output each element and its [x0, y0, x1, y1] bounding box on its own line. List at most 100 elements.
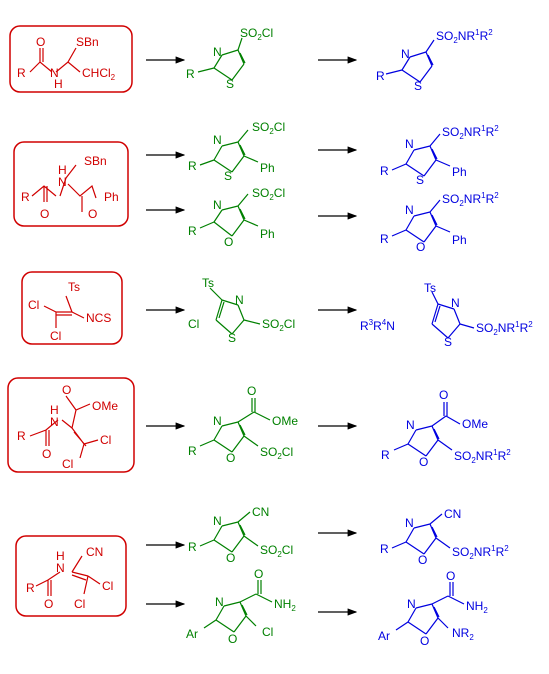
sbn-label: SBn: [76, 35, 99, 49]
product-5b: O N NH2 Ar O NR2: [378, 569, 488, 648]
sulfonamide-label: SO2NR1R2: [476, 320, 533, 337]
oxygen-label: O: [446, 569, 455, 583]
chlorine-label: Cl: [188, 317, 199, 331]
amide-label: NH2: [274, 597, 296, 613]
oxygen-label: O: [42, 447, 51, 461]
oxygen-label: O: [40, 207, 49, 221]
intermediate-4: O OMe N R O SO2Cl: [188, 384, 298, 465]
nitrogen-label: N: [50, 415, 59, 429]
methoxy-label: OMe: [92, 399, 118, 413]
oxygen-label: O: [439, 388, 448, 402]
nitrogen-label: N: [451, 296, 460, 310]
row-3: Ts Cl NCS Cl Ts N Cl S SO2Cl Ts N R3R4N …: [21, 271, 533, 349]
starting-material-box-1: [9, 25, 133, 93]
phenyl-label: Ph: [104, 190, 119, 204]
tosyl-label: Ts: [202, 276, 214, 290]
chlorine-label: Cl: [74, 597, 85, 611]
r-group-label: R: [26, 581, 35, 595]
nitrogen-label: N: [405, 203, 414, 217]
hydrogen-label: H: [54, 77, 63, 91]
starting-material-box-3: [21, 271, 123, 345]
chlorine-label: Cl: [262, 625, 273, 639]
cyano-label: CN: [252, 505, 269, 519]
oxygen-label: O: [419, 455, 428, 469]
hydrogen-label: H: [50, 403, 59, 417]
chlorine-label: Cl: [50, 329, 61, 343]
intermediate-5a: CN N R O SO2Cl: [188, 505, 293, 565]
sulfur-label: S: [226, 77, 234, 91]
starting-material-5: H N CN R O Cl Cl: [26, 545, 113, 611]
r-group-label: R: [380, 232, 389, 246]
r-group-label: R: [381, 448, 390, 462]
nitrogen-label: N: [407, 597, 416, 611]
r-group-label: R: [380, 164, 389, 178]
phenyl-label: Ph: [260, 161, 275, 175]
sulfonyl-chloride-label: SO2Cl: [262, 317, 295, 333]
nitrogen-label: N: [213, 133, 222, 147]
nitrogen-label: N: [213, 414, 222, 428]
starting-material-box-2: [13, 141, 129, 227]
starting-material-4: O OMe H N R O Cl Cl: [17, 383, 118, 471]
r-group-label: R: [188, 444, 197, 458]
sulfonyl-chloride-label: SO2Cl: [260, 445, 293, 461]
sulfonyl-chloride-label: SO2Cl: [252, 186, 285, 202]
oxygen-label: O: [228, 632, 237, 646]
r-group-label: R: [21, 190, 30, 204]
sulfonamide-label: SO2NR1R2: [442, 124, 499, 141]
oxygen-label: O: [226, 451, 235, 465]
dialkylamino-label: NR2: [452, 626, 474, 642]
chcl2-label: CHCl2: [82, 66, 116, 82]
chlorine-label: Cl: [100, 433, 111, 447]
intermediate-1: R N S SO2Cl: [186, 26, 273, 91]
starting-material-2: H N SBn R O O Ph: [21, 154, 119, 221]
sulfur-label: S: [414, 79, 422, 93]
isothiocyanate-label: NCS: [86, 311, 111, 325]
sbn-label: SBn: [84, 154, 107, 168]
nitrogen-label: N: [215, 595, 224, 609]
row-2: H N SBn R O O Ph N SO2Cl R S Ph N SO2Cl …: [13, 120, 499, 254]
nitrogen-label: N: [405, 516, 414, 530]
row-4: O OMe H N R O Cl Cl O OMe N R O SO2Cl O …: [7, 377, 511, 473]
product-5a: CN N R O SO2NR1R2: [380, 507, 509, 567]
nitrogen-label: N: [406, 418, 415, 432]
phenyl-label: Ph: [260, 227, 275, 241]
nitrogen-label: N: [50, 66, 59, 80]
product-3: Ts N R3R4N S SO2NR1R2: [360, 281, 533, 349]
r-group-label: R: [17, 429, 26, 443]
oxygen-label: O: [254, 567, 263, 581]
intermediate-2a: N SO2Cl R S Ph: [188, 120, 285, 183]
sulfonamide-label: SO2NR1R2: [442, 191, 499, 208]
nitrogen-label: N: [56, 561, 65, 575]
sulfonyl-chloride-label: SO2Cl: [240, 26, 273, 42]
r-group-label: R: [188, 224, 197, 238]
oxygen-label: O: [247, 384, 256, 398]
sulfonyl-chloride-label: SO2Cl: [260, 543, 293, 559]
starting-material-1: O R N H SBn CHCl2: [17, 35, 116, 91]
phenyl-label: Ph: [452, 165, 467, 179]
hydrogen-label: H: [58, 163, 67, 177]
sulfur-label: S: [224, 169, 232, 183]
nitrogen-label: N: [213, 514, 222, 528]
starting-material-box-5: [15, 535, 127, 617]
r-group-label: R: [376, 69, 385, 83]
oxygen-label: O: [88, 207, 97, 221]
row-1: O R N H SBn CHCl2 R N S SO2Cl R N S SO2N…: [9, 25, 493, 93]
starting-material-box-4: [7, 377, 135, 473]
cyano-label: CN: [86, 545, 103, 559]
nitrogen-label: N: [213, 45, 222, 59]
nitrogen-label: N: [401, 47, 410, 61]
nitrogen-label: N: [405, 137, 414, 151]
starting-material-3: Ts Cl NCS Cl: [28, 280, 111, 343]
tosyl-label: Ts: [68, 280, 80, 294]
chlorine-label: Cl: [102, 579, 113, 593]
oxygen-label: O: [416, 240, 425, 254]
oxygen-label: O: [62, 383, 71, 397]
phenyl-label: Ph: [452, 233, 467, 247]
sulfur-label: S: [228, 331, 236, 345]
sulfur-label: S: [444, 335, 452, 349]
oxygen-label: O: [36, 35, 45, 49]
tosyl-label: Ts: [424, 281, 436, 295]
chlorine-label: Cl: [28, 298, 39, 312]
cyano-label: CN: [444, 507, 461, 521]
